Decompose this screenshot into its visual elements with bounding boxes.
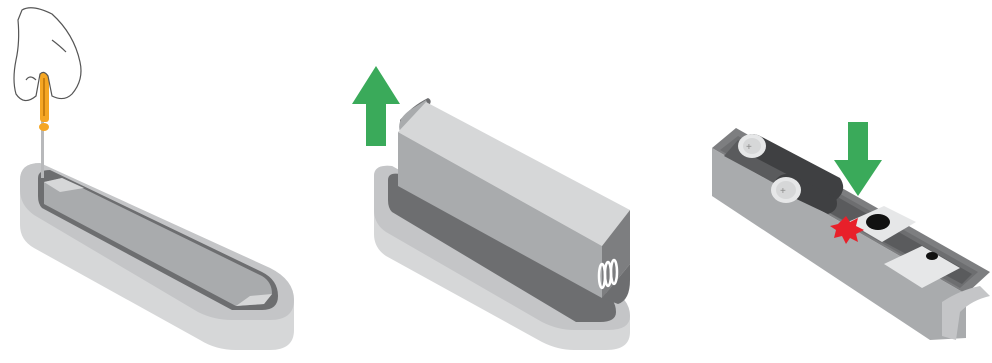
step-1-illustration <box>0 0 320 363</box>
battery-polarity-plus: + <box>780 186 786 197</box>
step-3-illustration: + + <box>660 0 992 363</box>
battery-polarity-plus: + <box>746 142 752 153</box>
step-3-panel: + + <box>660 0 992 363</box>
screwdriver-icon <box>39 72 49 178</box>
step-2-panel <box>330 0 650 363</box>
arrow-up-icon <box>352 66 400 146</box>
step-1-panel <box>0 0 320 363</box>
step-2-illustration <box>330 0 650 363</box>
